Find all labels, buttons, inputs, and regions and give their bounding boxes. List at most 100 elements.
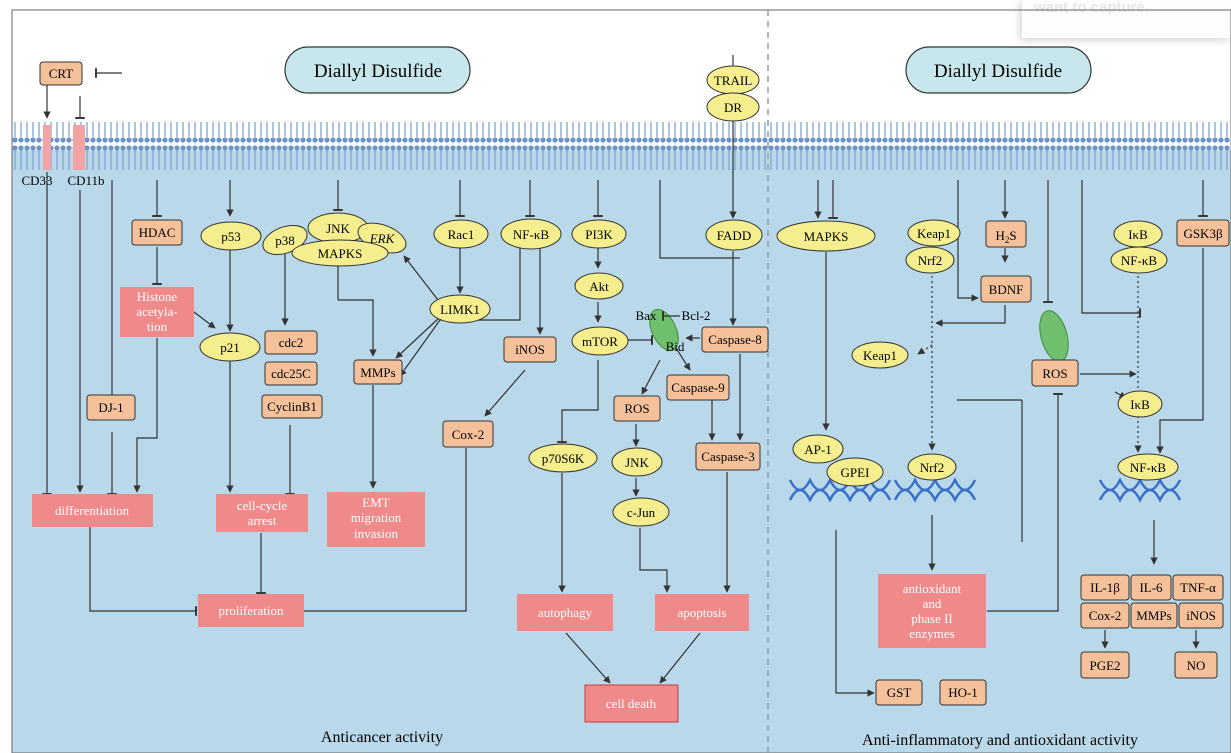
left-connectors: [42, 55, 744, 684]
jnk-label: JNK: [326, 221, 350, 236]
dr-oval: [706, 92, 760, 122]
apoptosis-box: [655, 594, 749, 631]
cell-death-label: cell death: [606, 696, 657, 711]
right-connectors: [814, 180, 1208, 697]
cjun-oval: [612, 497, 670, 527]
left-title: Diallyl Disulfide: [314, 61, 442, 82]
limk1-label: LIMK1: [440, 302, 480, 317]
right-title: Diallyl Disulfide: [934, 61, 1062, 82]
ikb-free-oval: [1117, 390, 1163, 418]
bdnf-label: BDNF: [989, 282, 1024, 297]
cox2-right-label: Cox-2: [1089, 608, 1122, 623]
bax-label: Bax: [636, 308, 657, 323]
cox2-left-label: Cox-2: [452, 427, 485, 442]
nfkb-left-label: NF-κB: [513, 227, 549, 242]
no-box: [1174, 651, 1218, 679]
limk1-oval: [429, 294, 491, 324]
antioxidant-box: [878, 574, 986, 648]
pge2-label: PGE2: [1089, 658, 1120, 673]
cell-cycle-box: [216, 494, 308, 532]
nrf2-oval: [905, 246, 955, 274]
cdc25c-box: [264, 361, 318, 386]
trail-label: TRAIL: [714, 73, 752, 88]
caspase3-label: Caspase-3: [701, 449, 754, 464]
ap1-label: AP-1: [804, 442, 831, 457]
antioxidant-line3: phase II: [911, 611, 953, 626]
nfkb-nuclear-label: NF-κB: [1130, 460, 1166, 475]
nrf2-nuclear-oval: [907, 453, 957, 481]
histone-line1: Histone: [137, 289, 178, 304]
histone-line2: acetyla-: [136, 304, 177, 319]
cell-cycle-line1: cell-cycle: [237, 498, 288, 513]
ho1-label: HO-1: [948, 685, 978, 700]
right-caption: Anti-inflammatory and antioxidant activi…: [862, 732, 1138, 749]
mmps-right-box: [1130, 602, 1178, 629]
cdc25c-label: cdc25C: [271, 366, 311, 381]
gst-box: [875, 679, 923, 706]
pi3k-oval: [571, 219, 627, 249]
bdnf-box: [980, 275, 1032, 303]
apoptosis-label: apoptosis: [677, 605, 726, 620]
emt-line2: migration: [351, 510, 402, 525]
mapks-right-label: MAPKS: [804, 229, 849, 244]
nrf2-label: Nrf2: [918, 253, 943, 268]
tnfa-box: [1172, 574, 1224, 601]
il1b-box: [1080, 574, 1130, 601]
fadd-label: FADD: [717, 228, 751, 243]
proliferation-box: [198, 594, 304, 627]
p38-label: p38: [275, 233, 295, 248]
cdc2-box: [264, 330, 318, 355]
erk-label: ERK: [369, 231, 396, 246]
rac1-oval: [433, 219, 489, 249]
cd11b-receptor: [73, 125, 85, 170]
pi3k-label: PI3K: [585, 227, 613, 242]
right-title-cloud: Diallyl Disulfide: [905, 46, 1092, 94]
p53-oval: [200, 221, 262, 251]
differentiation-label: differentiation: [55, 503, 130, 518]
gsk3b-label: GSK3β: [1183, 226, 1223, 241]
nrf2-nuclear-label: Nrf2: [920, 460, 945, 475]
left-title-cloud: Diallyl Disulfide: [284, 46, 471, 94]
inos-right-label: iNOS: [1186, 608, 1216, 623]
dj1-label: DJ-1: [98, 400, 123, 415]
proliferation-label: proliferation: [219, 603, 284, 618]
mmps-left-box: [353, 359, 403, 385]
bid-label: Bid: [666, 339, 685, 354]
p21-oval: [199, 332, 261, 362]
cell-death-box: [584, 684, 679, 723]
ros-left-box: [613, 395, 661, 422]
emt-line1: EMT: [362, 495, 390, 510]
ikb-label: IκB: [1128, 227, 1148, 242]
left-caption: Anticancer activity: [321, 729, 443, 746]
mapks-left-oval: [291, 239, 389, 267]
ap1-oval: [792, 434, 844, 464]
jnk-apop-oval: [611, 447, 663, 477]
left-panel-frame: [11, 9, 1231, 753]
autophagy-box: [517, 594, 613, 631]
dr-label: DR: [724, 100, 742, 115]
keap1-free-label: Keap1: [863, 348, 897, 363]
pge2-box: [1080, 651, 1130, 679]
mtor-label: mTOR: [582, 334, 618, 349]
dj1-box: [86, 394, 136, 421]
crt-label: CRT: [49, 66, 74, 81]
cd33-label: CD33: [21, 173, 52, 188]
cyclinb1-label: CyclinB1: [267, 399, 317, 414]
h2s-box: [985, 220, 1027, 248]
cdc2-label: cdc2: [279, 335, 304, 350]
differentiation-box: [32, 494, 153, 527]
cd11b-label: CD11b: [67, 173, 104, 188]
gpei-oval: [826, 457, 884, 487]
cell-cycle-line2: arrest: [248, 513, 277, 528]
ros-right-label: ROS: [1042, 366, 1067, 381]
akt-oval: [574, 272, 624, 300]
bcl2-label: Bcl-2: [682, 308, 711, 323]
nfkb-nuclear-oval: [1117, 453, 1179, 481]
gst-label: GST: [887, 685, 912, 700]
akt-label: Akt: [589, 279, 609, 294]
nfkb-right-oval: [1110, 246, 1168, 274]
keap1-oval: [907, 219, 961, 247]
antioxidant-line2: and: [923, 596, 942, 611]
cox2-left-box: [442, 420, 494, 448]
